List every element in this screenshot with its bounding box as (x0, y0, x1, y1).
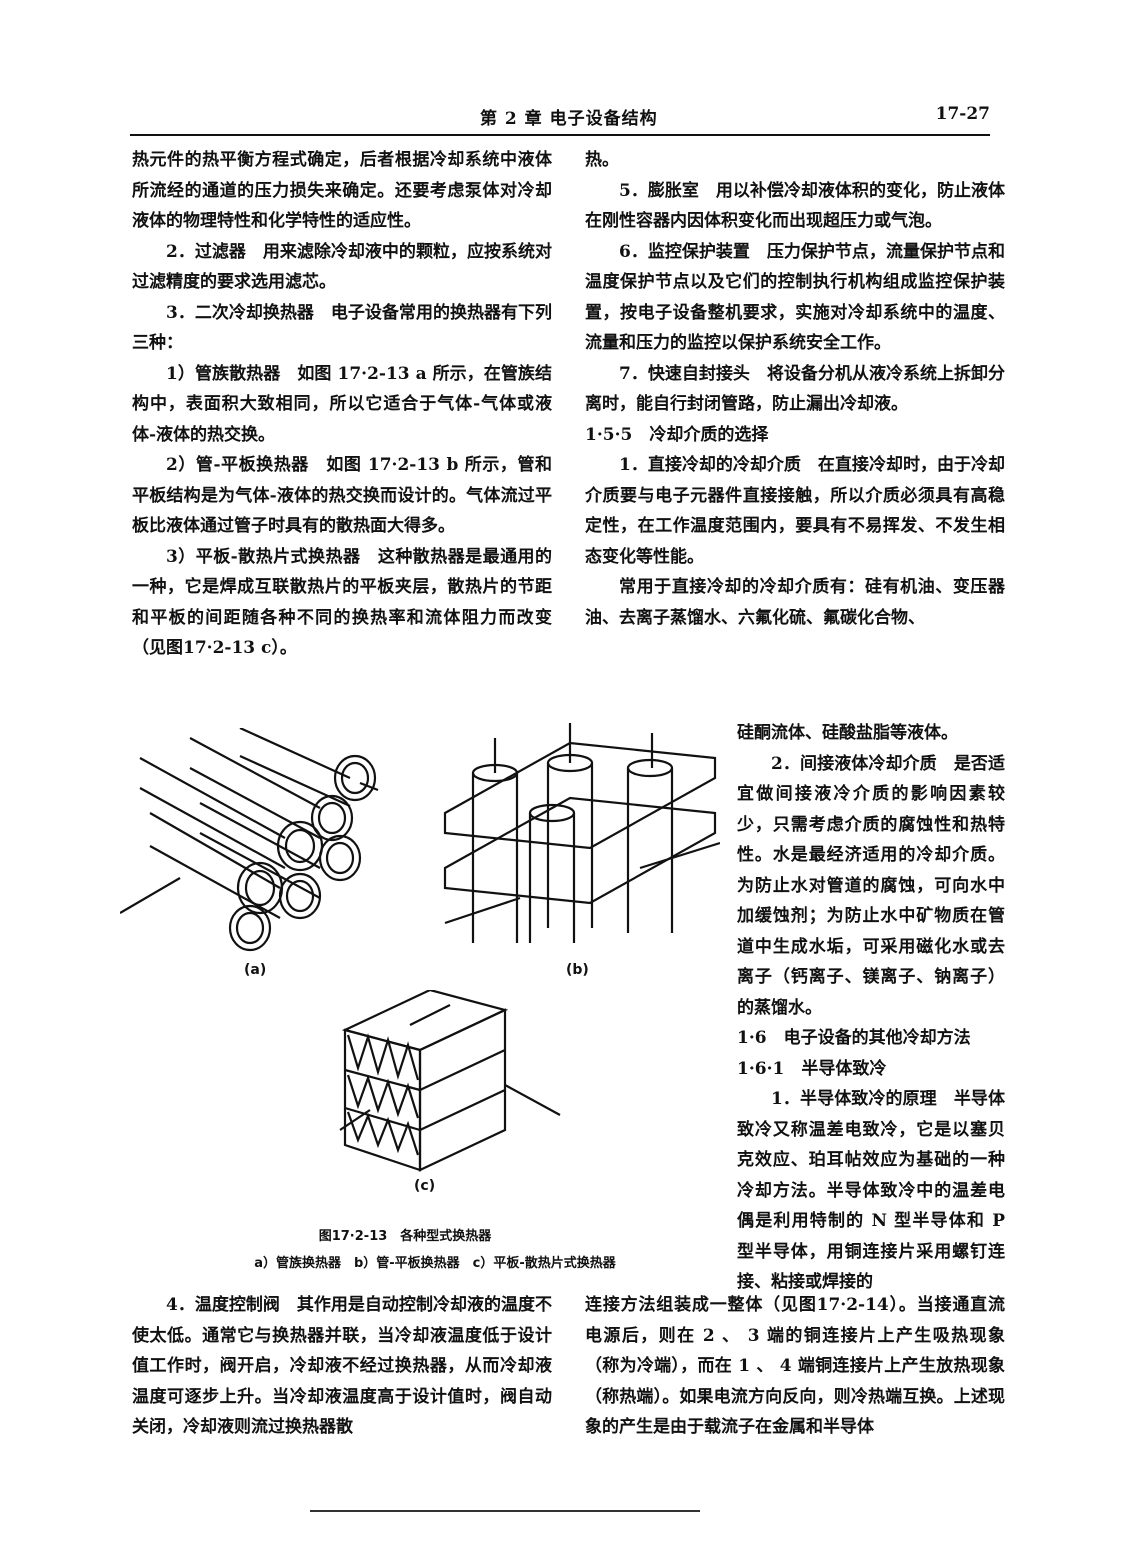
subsection-heading: 1·6·1 半导体致冷 (737, 1058, 887, 1079)
section-heading: 1·5·5 冷却介质的选择 (585, 424, 769, 445)
paragraph: 连接方法组装成一整体（见图17·2-14）。当接通直流电源后，则在 2 、 3 … (585, 1295, 1005, 1437)
bottom-left-column: 4．温度控制阀 其作用是自动控制冷却液的温度不使太低。通常它与换热器并联，当冷却… (132, 1290, 552, 1443)
paragraph: 3）平板-散热片式换热器 这种散热器是最通用的一种，它是焊成互联散热片的平板夹层… (132, 546, 552, 659)
page-header: 第 2 章 电子设备结构 17-27 (130, 104, 990, 136)
paragraph: 4．温度控制阀 其作用是自动控制冷却液的温度不使太低。通常它与换热器并联，当冷却… (132, 1295, 552, 1437)
footer-rule (310, 1510, 700, 1512)
paragraph: 1．直接冷却的冷却介质 在直接冷却时，由于冷却介质要与电子元器件直接接触，所以介… (585, 455, 1005, 567)
paragraph: 1．半导体致冷的原理 半导体致冷又称温差电致冷，它是以塞贝克效应、珀耳帖效应为基… (737, 1089, 1005, 1292)
left-column: 热元件的热平衡方程式确定，后者根据冷却系统中液体所流经的通道的压力损失来确定。还… (132, 145, 552, 664)
figure-subcaption: a）管族换热器 b）管-平板换热器 c）平板-散热片式换热器 (254, 1256, 616, 1271)
figure-b-tube-plate (443, 723, 720, 943)
paragraph: 1）管族散热器 如图 17·2-13 a 所示，在管族结构中，表面积大致相同，所… (132, 363, 552, 445)
paragraph: 热。 (585, 150, 619, 170)
figure-c-plate-fin (339, 990, 561, 1172)
figure-caption: 图17·2-13 各种型式换热器 (318, 1229, 492, 1244)
paragraph: 6．监控保护装置 压力保护节点，流量保护节点和温度保护节点以及它们的控制执行机构… (585, 241, 1005, 354)
paragraph: 2．间接液体冷却介质 是否适宜做间接液冷介质的影响因素较少，只需考虑介质的腐蚀性… (737, 753, 1005, 1018)
right-column: 热。 5．膨胀室 用以补偿冷却液体积的变化，防止液体在刚性容器内因体积变化而出现… (585, 145, 1005, 633)
chapter-title: 第 2 章 电子设备结构 (480, 109, 658, 129)
paragraph: 5．膨胀室 用以补偿冷却液体积的变化，防止液体在刚性容器内因体积变化而出现超压力… (585, 180, 1005, 232)
page-number: 17-27 (935, 104, 990, 124)
figure-c-label: (c) (414, 1178, 436, 1194)
figure-a-tube-bundle (120, 728, 379, 952)
paragraph: 2．过滤器 用来滤除冷却液中的颗粒，应按系统对过滤精度的要求选用滤芯。 (132, 241, 552, 293)
paragraph: 7．快速自封接头 将设备分机从液冷系统上拆卸分离时，能自行封闭管路，防止漏出冷却… (585, 363, 1005, 415)
figure-a-label: (a) (244, 962, 267, 978)
paragraph: 3．二次冷却换热器 电子设备常用的换热器有下列三种： (132, 302, 552, 354)
right-narrow-column: 硅酮流体、硅酸盐脂等液体。 2．间接液体冷却介质 是否适宜做间接液冷介质的影响因… (737, 718, 1005, 1298)
paragraph: 硅酮流体、硅酸盐脂等液体。 (737, 723, 958, 743)
paragraph: 常用于直接冷却的冷却介质有：硅有机油、变压器油、去离子蒸馏水、六氟化硫、氟碳化合… (585, 577, 1005, 628)
paragraph: 热元件的热平衡方程式确定，后者根据冷却系统中液体所流经的通道的压力损失来确定。还… (132, 150, 552, 231)
bottom-right-column: 连接方法组装成一整体（见图17·2-14）。当接通直流电源后，则在 2 、 3 … (585, 1290, 1005, 1443)
section-heading: 1·6 电子设备的其他冷却方法 (737, 1028, 971, 1048)
paragraph: 2）管-平板换热器 如图 17·2-13 b 所示，管和平板结构是为气体-液体的… (132, 455, 552, 536)
figure-b-label: (b) (566, 962, 589, 978)
